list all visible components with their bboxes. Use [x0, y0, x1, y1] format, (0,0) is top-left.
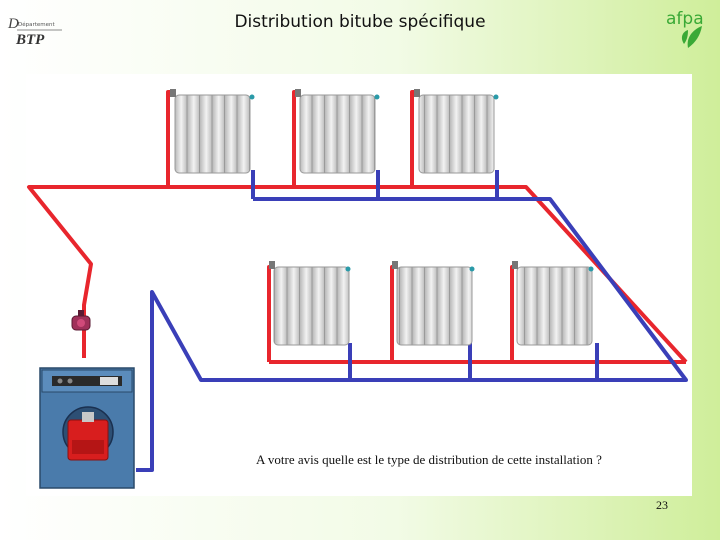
return-pipes: [136, 170, 688, 472]
supply-riser-3: [410, 90, 419, 187]
valve-icon: [469, 266, 475, 272]
valve-icon: [249, 94, 255, 100]
supply-drop-4: [267, 265, 274, 362]
valve-icon: [493, 94, 499, 100]
question-text: A votre avis quelle est le type de distr…: [256, 452, 602, 467]
circulator-pump-icon: [71, 310, 91, 331]
radiator-icon: [269, 261, 351, 346]
radiator-icon: [170, 89, 255, 174]
leaf-icon: [687, 26, 702, 48]
supply-drop-5: [390, 265, 397, 362]
afpa-logo: afpa: [666, 9, 704, 48]
radiator-icon: [392, 261, 475, 346]
afpa-logo-text: afpa: [666, 9, 704, 29]
radiator-icon: [512, 261, 594, 346]
valve-icon: [345, 266, 351, 272]
radiator-icon: [414, 89, 499, 174]
departement-btp-logo: D Département BTP: [7, 16, 62, 48]
supply-drop-6: [510, 265, 517, 362]
supply-riser-1: [166, 90, 175, 187]
slide-title: Distribution bitube spécifique: [234, 12, 486, 32]
radiator-icon: [295, 89, 380, 174]
boiler-icon: [39, 367, 135, 489]
logo-line2: BTP: [15, 32, 45, 48]
page-number: 23: [656, 498, 668, 512]
valve-icon: [588, 266, 594, 272]
supply-riser-2: [292, 90, 300, 187]
logo-letter-d: D: [7, 16, 19, 32]
return-main-pipe: [136, 197, 688, 472]
valve-icon: [374, 94, 380, 100]
logo-line1: Département: [18, 21, 56, 28]
